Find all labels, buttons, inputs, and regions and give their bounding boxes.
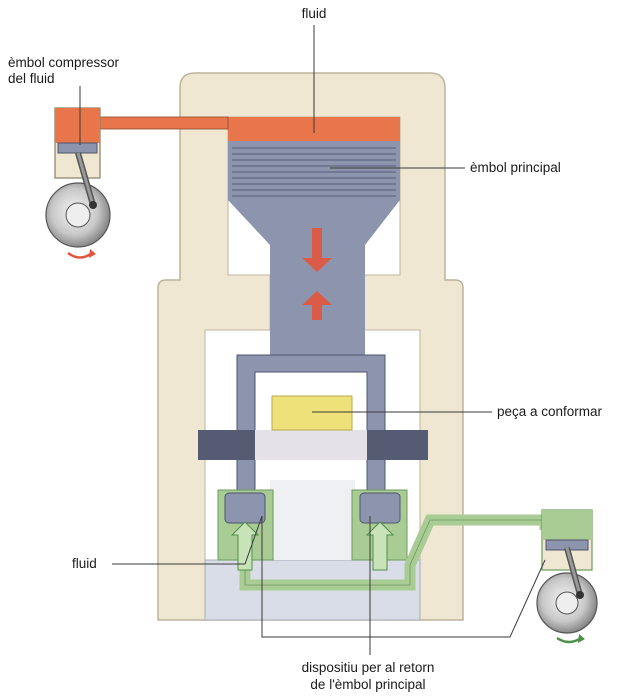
return-compressor: [536, 509, 598, 644]
rotation-arrow-icon: [556, 636, 582, 644]
up-arrow-icon: [230, 521, 395, 571]
up-down-arrow-icon: [302, 228, 332, 320]
label-return-line1: dispositiu per al retorn: [302, 660, 435, 675]
label-fluid-top: fluid: [302, 6, 327, 21]
label-workpiece: peça a conformar: [497, 404, 603, 419]
label-main-piston: èmbol principal: [470, 160, 561, 175]
piston-stripes: [232, 147, 396, 197]
press-table: [198, 430, 428, 460]
label-fluid-bottom: fluid: [72, 556, 97, 571]
label-compressor-line2: del fluid: [8, 71, 55, 86]
workpiece: [271, 395, 353, 431]
fluid-chamber: [99, 116, 400, 141]
fluid-compressor: [45, 107, 111, 259]
rotation-arrow-icon: [67, 251, 93, 259]
label-compressor-line1: èmbol compressor: [8, 55, 120, 70]
label-return-line2: de l'èmbol principal: [310, 677, 425, 692]
leader-lines: [79, 25, 546, 655]
